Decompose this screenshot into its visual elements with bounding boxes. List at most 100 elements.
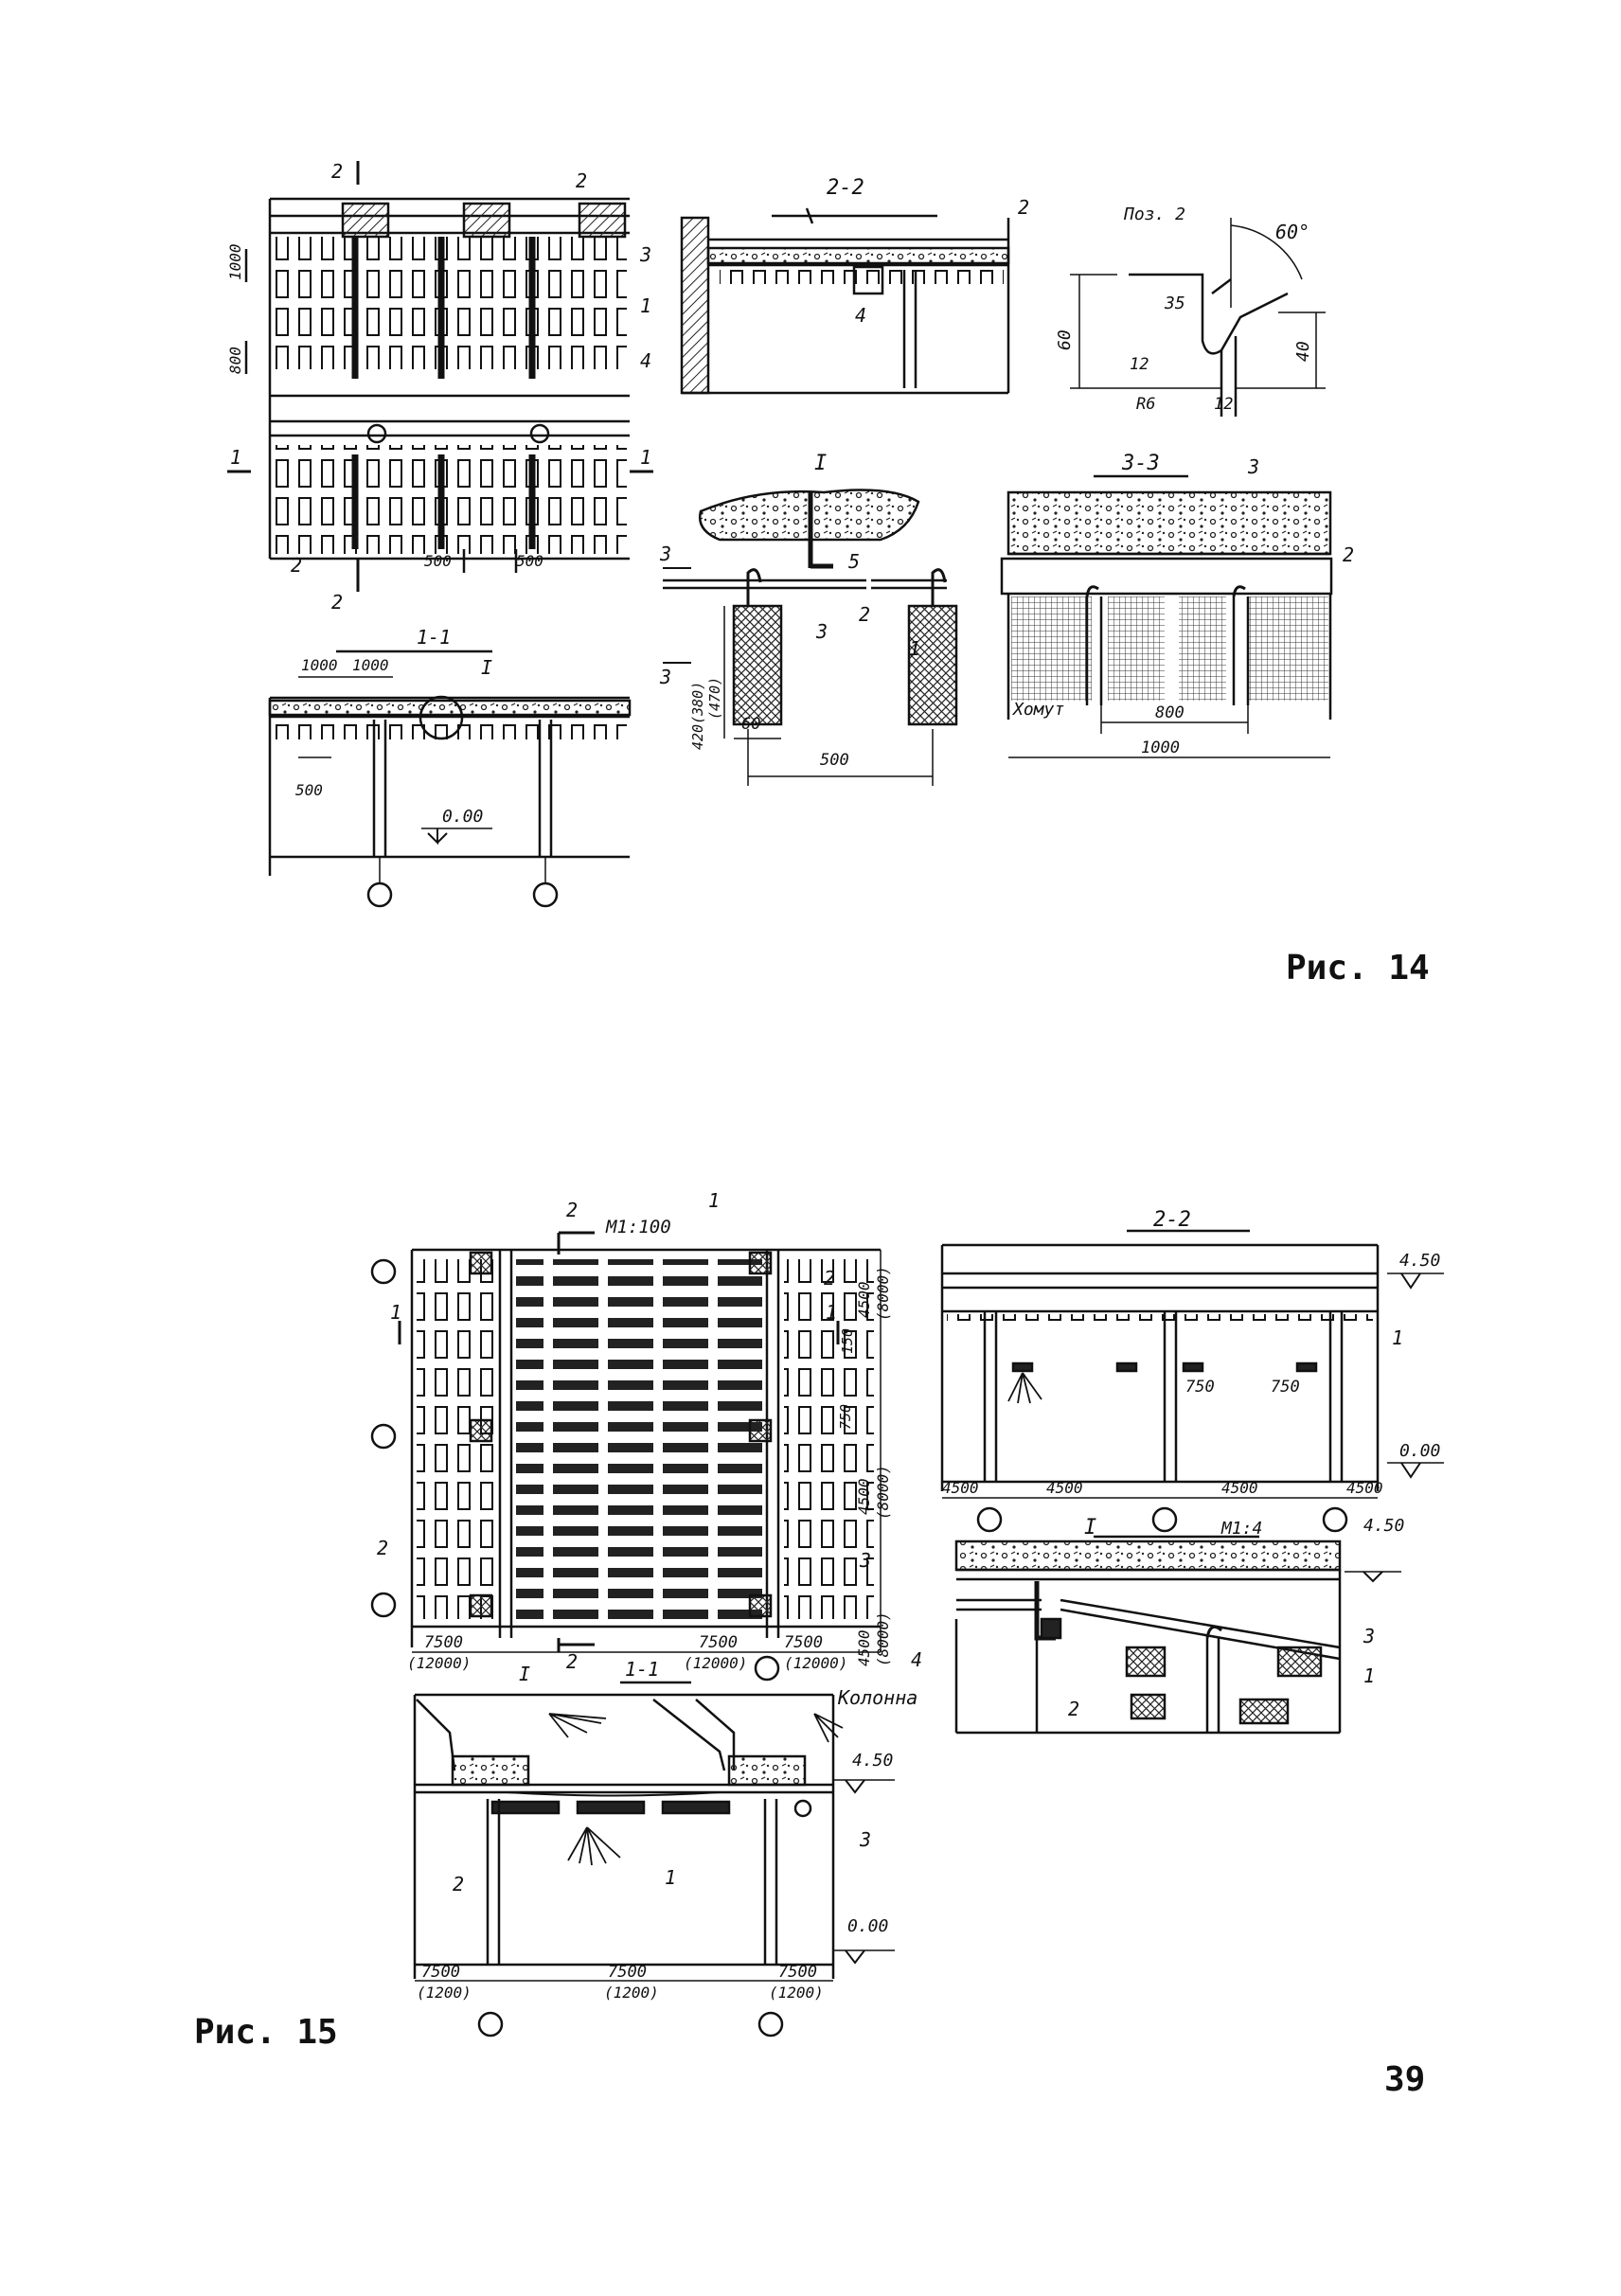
fig15-plan-dim-b1: (12000) [407,1654,471,1672]
fig15-s11-level-top: 4.50 [852,1751,893,1771]
fig15-section-2-2 [940,1229,1444,1533]
fig14-s22-callout-2: 2 [1018,196,1029,219]
fig15-s11-dim-4: 7500 [778,1963,817,1982]
fig15-s11-dim-3: (1200) [604,1984,659,2002]
fig14-detI-callout-2: 2 [859,603,870,626]
fig15-s22-dim-4500b: 4500 [1046,1479,1083,1497]
fig15-plan-callout-3: 3 [859,1549,871,1572]
fig15-plan-dim-b0: 7500 [424,1633,463,1652]
fig14-s33-callout-2: 2 [1343,543,1354,566]
fig15-detI-callout-2: 2 [1068,1698,1079,1720]
fig14-plan-dim-1000: 1000 [226,243,244,280]
fig14-s33-callout-3: 3 [1247,455,1259,478]
fig15-detI-level: 4.50 [1363,1516,1404,1536]
fig14-plan-callout-1: 1 [640,294,651,317]
fig15-s22-level-bottom: 0.00 [1399,1441,1440,1461]
fig15-s22-dim-4500c: 4500 [1221,1479,1258,1497]
fig15-plan-callout-2: 2 [824,1267,835,1290]
fig14-s11-dim-1000b: 1000 [352,656,389,674]
fig14-s11-level: 0.00 [442,807,483,827]
fig15-detI-label-kolonna: Колонна [837,1686,917,1709]
fig15-s11-detail-I: I [519,1663,530,1685]
fig15-plan-mark-1-left: 1 [390,1301,401,1324]
fig15-s22-title: 2-2 [1153,1208,1191,1232]
fig15-plan-callout-2b: 2 [377,1537,388,1559]
fig15-s22-dim-4500d: 4500 [1346,1479,1383,1497]
fig14-plan-dim-800: 800 [226,347,244,374]
fig14-s33-title: 3-3 [1121,452,1160,475]
fig15-s11-callout-3: 3 [859,1828,871,1851]
fig14-detI-callout-3: 3 [815,620,828,643]
fig14-detI-title: I [814,452,827,475]
fig14-s22-title: 2-2 [827,176,864,200]
fig14-detI-mark-3-bottom: 3 [659,666,671,688]
fig14-poz2-dim-35: 35 [1164,294,1185,313]
fig14-detI-mark-3-top: 3 [659,543,671,565]
fig15-plan-dim-b4: 7500 [784,1633,823,1652]
fig14-detI-callout-1: 1 [909,637,920,660]
fig14-poz2-dim-60: 60 [1055,329,1075,350]
fig14-plan-dim-500b: 500 [516,552,543,570]
fig15-s22-dim-4500a: 4500 [942,1479,979,1497]
fig15-plan-callout-1: 1 [708,1189,720,1212]
fig15-s22-callout-1: 1 [1392,1326,1403,1349]
fig14-plan [227,161,653,592]
fig14-poz2 [1070,218,1326,417]
fig15-plan-dim-r3: 750 [837,1404,854,1430]
fig14-caption: Рис. 14 [1286,949,1430,988]
fig15-detI-scale: М1:4 [1220,1519,1262,1539]
fig14-poz2-title: Поз. 2 [1123,205,1185,224]
fig15-s11-dim-1: (1200) [417,1984,472,2002]
fig14-section-3-3 [1000,474,1333,758]
fig15-s11-dim-2: 7500 [608,1963,647,1982]
fig14-detail-I [663,489,958,786]
fig14-s11-title: 1-1 [417,626,451,649]
fig15-plan-dim-r2: 150 [839,1328,856,1354]
page-number: 39 [1384,2060,1425,2099]
fig15-s11-callout-2: 2 [453,1873,464,1896]
fig14-s33-label-khomut: Хомут [1011,700,1064,720]
fig15-plan-dim-r7: (8000) [874,1611,892,1666]
fig15-s22-dim-750a: 750 [1185,1378,1215,1397]
fig15-s22-dim-750b: 750 [1271,1378,1300,1397]
fig15-s11-callout-1: 1 [665,1866,676,1889]
fig15-section-1-1 [413,1681,895,2038]
fig15-plan-mark-2-bottom: 2 [566,1650,578,1673]
fig14-plan-callout-3: 3 [639,243,651,266]
fig14-poz2-dim-r6: R6 [1136,395,1155,414]
fig15-s11-title: 1-1 [625,1658,659,1681]
fig14-s11-detail-I: I [481,656,492,679]
fig14-s33-dim-800: 800 [1155,703,1185,722]
fig15-plan-dim-b2: 7500 [699,1633,738,1652]
fig14-poz2-dim-40: 40 [1293,341,1313,362]
fig15-s11-dim-5: (1200) [769,1984,824,2002]
fig14-s11-dim-1000a: 1000 [301,656,338,674]
fig14-detI-dim-500: 500 [820,751,849,770]
fig15-plan [370,1231,882,1682]
fig14-plan-mark-2-top: 2 [331,160,343,183]
fig15-s11-level-bottom: 0.00 [847,1916,888,1936]
fig14-plan-callout-2b: 2 [291,554,302,577]
fig14-plan-callout-4: 4 [640,349,651,372]
fig14-s33-dim-1000: 1000 [1141,739,1180,757]
fig15-plan-dim-r1: (8000) [874,1266,892,1321]
fig14-s22-callout-4: 4 [855,304,866,327]
fig14-s11-dim-500: 500 [295,781,323,799]
fig15-detI-callout-1: 1 [1363,1664,1375,1687]
fig15-plan-mark-2-top: 2 [566,1199,578,1221]
fig15-detI-callout-4: 4 [911,1648,922,1671]
fig14-detI-dim-420: 420(380) [689,682,706,750]
fig14-poz2-dim-12b: 12 [1214,395,1233,414]
fig14-plan-callout-2: 2 [576,169,587,192]
fig15-plan-dim-b3: (12000) [684,1654,747,1672]
fig15-s11-dim-0: 7500 [421,1963,460,1982]
fig15-caption: Рис. 15 [194,2013,338,2052]
fig14-plan-mark-1-right: 1 [640,446,651,469]
fig14-plan-mark-1-left: 1 [230,446,241,469]
fig15-s22-level-top: 4.50 [1399,1251,1440,1271]
fig14-detI-callout-5: 5 [848,550,860,573]
fig15-plan-dim-b5: (12000) [784,1654,847,1672]
fig14-detI-dim-470: (470) [706,677,723,720]
fig15-plan-dim-r0: 4500 [855,1281,873,1318]
